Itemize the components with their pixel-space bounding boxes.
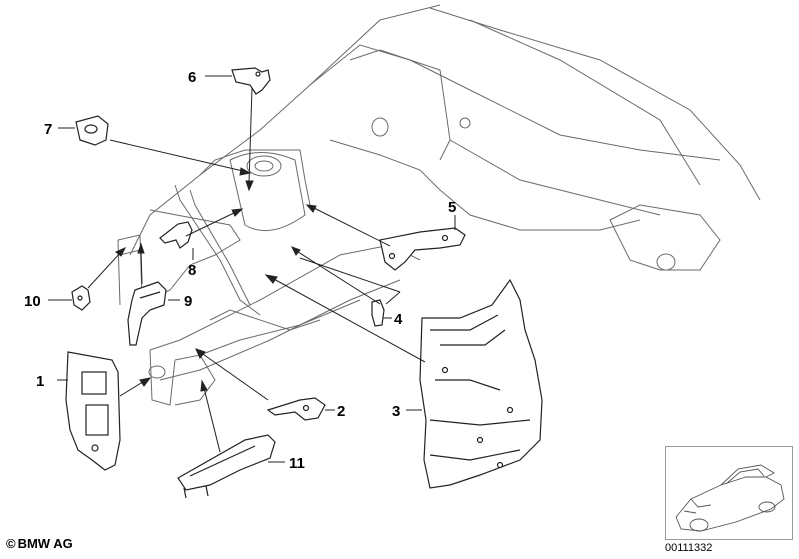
part-8-bracket: [159, 221, 193, 249]
diagram-reference-number: 00111332: [665, 542, 713, 554]
callout-2: 2: [337, 403, 345, 420]
copyright-text: BMW AG: [17, 536, 73, 551]
assembly-arrows: [87, 87, 426, 453]
part-7-rubber-mount: [75, 115, 109, 146]
callout-9: 9: [184, 293, 192, 310]
part-11-lower-support: [177, 434, 276, 499]
part-6-bracket: [231, 67, 271, 95]
part-3-wheelhouse-panel: [419, 278, 543, 489]
callout-3: 3: [392, 403, 400, 420]
part-1-front-plate: [65, 351, 121, 471]
callout-4: 4: [394, 311, 403, 328]
leader-lines: [48, 75, 456, 463]
callout-10: 10: [24, 293, 41, 310]
part-9-clamp-bracket: [127, 281, 167, 346]
copyright-symbol: ©: [6, 536, 16, 551]
callout-6: 6: [188, 69, 196, 86]
part-5-bracket: [379, 227, 466, 271]
car-outline-icon: [675, 464, 785, 532]
part-10-clip: [71, 285, 91, 311]
callout-5: 5: [448, 199, 456, 216]
callout-1: 1: [36, 373, 44, 390]
callout-7: 7: [44, 121, 52, 138]
copyright-notice: ©BMW AG: [6, 536, 73, 551]
vehicle-inset-thumbnail: [665, 446, 793, 540]
callout-11: 11: [289, 455, 305, 472]
part-4-clip: [371, 299, 385, 327]
callout-8: 8: [188, 262, 196, 279]
part-2-bracket: [266, 397, 326, 421]
